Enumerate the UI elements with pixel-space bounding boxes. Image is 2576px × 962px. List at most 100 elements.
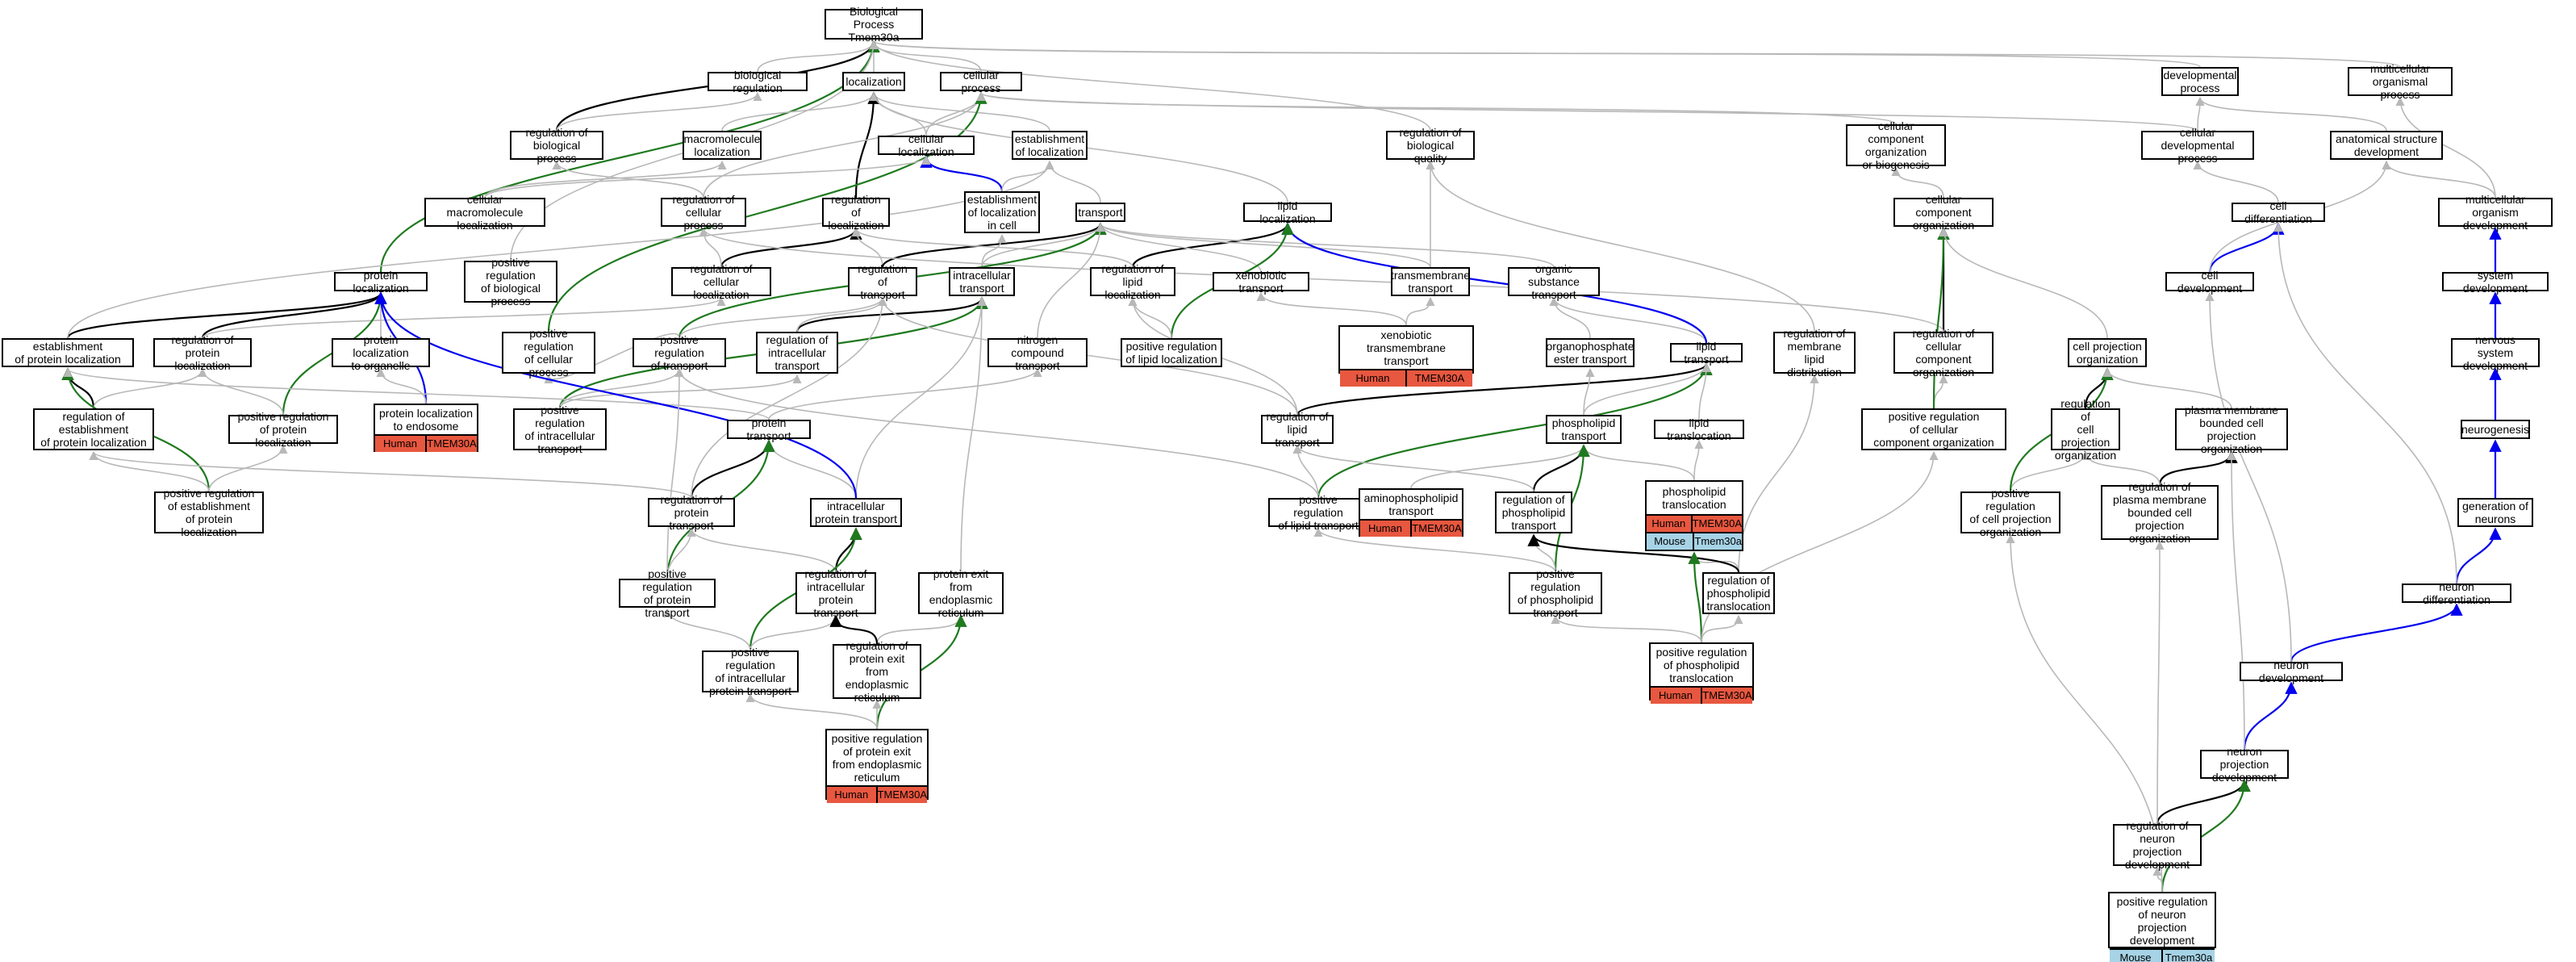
go-term-positive-regulation-of-protein-transport[interactable]: positive regulation of protein transport — [619, 567, 716, 619]
go-term-macromolecule-localization[interactable]: macromolecule localization — [683, 131, 762, 160]
edge-posregictrans-to-posregtrans — [559, 367, 684, 409]
go-term-positive-regulation-of-protein-exit-from-endoplasmic-reticulum[interactable]: positive regulation of protein exit from… — [825, 729, 929, 803]
go-term-cellular-localization[interactable]: cellular localization — [878, 132, 975, 158]
go-term-positive-regulation-of-phospholipid-translocation[interactable]: positive regulation of phospholipid tran… — [1649, 642, 1754, 704]
go-term-localization[interactable]: localization — [842, 72, 905, 91]
go-term-positive-regulation-of-phospholipid-transport[interactable]: positive regulation of phospholipid tran… — [1509, 567, 1602, 619]
go-term-regulation-of-protein-exit-from-endoplasmic-reticulum[interactable]: regulation of protein exit from endoplas… — [833, 639, 921, 704]
go-term-positive-regulation-of-biological-process[interactable]: positive regulation of biological proces… — [464, 256, 557, 307]
go-term-cellular-developmental-process[interactable]: cellular developmental process — [2141, 126, 2254, 165]
go-term-regulation-of-neuron-projection-development[interactable]: regulation of neuron projection developm… — [2113, 819, 2202, 871]
go-term-protein-localization[interactable]: protein localization — [334, 269, 428, 295]
go-term-regulation-of-biological-quality[interactable]: regulation of biological quality — [1386, 126, 1475, 165]
go-term-regulation-of-phospholipid-translocation[interactable]: regulation of phospholipid translocation — [1702, 572, 1775, 614]
edge-estlocc-to-cellloc — [920, 155, 1004, 192]
go-term-xenobiotic-transport[interactable]: xenobiotic transport — [1213, 269, 1309, 295]
go-term-neuron-projection-development[interactable]: neuron projection development — [2200, 745, 2289, 784]
go-term-protein-localization-to-organelle[interactable]: protein localization to organelle — [332, 333, 430, 372]
go-term-lipid-transport[interactable]: lipid transport — [1670, 340, 1743, 366]
go-term-neurogenesis[interactable]: neurogenesis — [2461, 420, 2530, 439]
go-term-positive-regulation-of-neuron-projection-development[interactable]: positive regulation of neuron projection… — [2108, 892, 2216, 962]
go-term-nervous-system-development[interactable]: nervous system development — [2451, 333, 2540, 372]
go-term-lipid-translocation[interactable]: lipid translocation — [1654, 416, 1744, 442]
go-term-cellular-component-organization-or-biogenesis[interactable]: cellular component organization or bioge… — [1846, 119, 1946, 171]
go-term-regulation-of-cellular-component-organization[interactable]: regulation of cellular component organiz… — [1893, 327, 1994, 379]
go-term-establishment-of-protein-localization[interactable]: establishment of protein localization — [2, 338, 134, 367]
go-term-regulation-of-protein-transport[interactable]: regulation of protein transport — [648, 493, 735, 532]
go-term-cellular-component-organization[interactable]: cellular component organization — [1893, 193, 1994, 232]
edge-protexit-to-ictrans — [960, 296, 987, 573]
go-term-regulation-of-plasma-membrane-bounded-cell-projection-organization[interactable]: regulation of plasma membrane bounded ce… — [2101, 480, 2219, 545]
go-term-positive-regulation-of-cellular-process[interactable]: positive regulation of cellular process — [502, 327, 595, 379]
go-term-intracellular-transport[interactable]: intracellular transport — [949, 267, 1015, 296]
go-term-regulation-of-lipid-localization[interactable]: regulation of lipid localization — [1090, 262, 1175, 301]
go-term-cell-projection-organization[interactable]: cell projection organization — [2068, 338, 2147, 367]
go-term-establishment-of-localization[interactable]: establishment of localization — [1012, 131, 1088, 160]
go-term-multicellular-organismal-process[interactable]: multicellular organismal process — [2348, 62, 2453, 101]
go-term-transmembrane-transport[interactable]: transmembrane transport — [1390, 267, 1471, 296]
edge-neurdev-to-neurdiff — [2290, 603, 2463, 663]
go-term-protein-transport[interactable]: protein transport — [727, 416, 811, 442]
go-term-biological-regulation[interactable]: biological regulation — [708, 69, 808, 94]
go-term-transport[interactable]: transport — [1075, 203, 1125, 222]
edge-pmbcpo-to-cpo — [2102, 367, 2232, 409]
go-term-establishment-of-localization-in-cell[interactable]: establishment of localization in cell — [964, 191, 1040, 233]
edge-regneurprojdev-to-regpmbcpo — [2155, 540, 2165, 825]
edge-posregpltransloc-to-regpltransloc — [1701, 614, 1743, 643]
go-term-positive-regulation-of-cellular-component-organization[interactable]: positive regulation of cellular componen… — [1861, 408, 2006, 450]
go-term-positive-regulation-of-intracellular-transport[interactable]: positive regulation of intracellular tra… — [513, 404, 607, 455]
edge-neurdiff-to-celldiff — [2273, 222, 2457, 584]
go-term-regulation-of-cellular-process[interactable]: regulation of cellular process — [661, 193, 746, 232]
go-term-regulation-of-phospholipid-transport[interactable]: regulation of phospholipid transport — [1495, 491, 1572, 533]
go-term-biological-process-tmem30a[interactable]: Biological Process Tmem30a — [825, 5, 923, 44]
go-term-positive-regulation-of-establishment-of-protein-localization[interactable]: positive regulation of establishment of … — [154, 487, 264, 538]
go-term-lipid-localization[interactable]: lipid localization — [1243, 199, 1332, 225]
go-term-regulation-of-cell-projection-organization[interactable]: regulation of cell projection organizati… — [2051, 397, 2120, 462]
go-term-system-development[interactable]: system development — [2442, 269, 2549, 295]
go-term-phospholipid-transport[interactable]: phospholipid transport — [1546, 415, 1622, 444]
go-term-regulation-of-establishment-of-protein-localization[interactable]: regulation of establishment of protein l… — [33, 408, 154, 450]
go-term-plasma-membrane-bounded-cell-projection-organization[interactable]: plasma membrane bounded cell projection … — [2175, 404, 2288, 455]
go-term-regulation-of-localization[interactable]: regulation of localization — [822, 193, 890, 232]
go-term-positive-regulation-of-lipid-localization[interactable]: positive regulation of lipid localizatio… — [1121, 338, 1222, 367]
go-term-cellular-macromolecule-localization[interactable]: cellular macromolecule localization — [424, 193, 545, 232]
go-term-regulation-of-lipid-transport[interactable]: regulation of lipid transport — [1261, 410, 1334, 449]
go-term-cell-development[interactable]: cell development — [2165, 269, 2254, 295]
go-term-organophosphate-ester-transport[interactable]: organophosphate ester transport — [1546, 338, 1635, 367]
go-term-generation-of-neurons[interactable]: generation of neurons — [2457, 498, 2533, 527]
go-term-positive-regulation-of-protein-localization[interactable]: positive regulation of protein localizat… — [228, 410, 338, 449]
go-term-protein-exit-from-endoplasmic-reticulum[interactable]: protein exit from endoplasmic reticulum — [918, 567, 1004, 619]
go-term-regulation-of-cellular-localization[interactable]: regulation of cellular localization — [671, 262, 771, 301]
go-term-regulation-of-transport[interactable]: regulation of transport — [848, 262, 917, 301]
go-term-neuron-development[interactable]: neuron development — [2240, 659, 2343, 684]
go-term-regulation-of-biological-process[interactable]: regulation of biological process — [510, 126, 603, 165]
go-term-cell-differentiation[interactable]: cell differentiation — [2232, 199, 2325, 225]
go-term-regulation-of-membrane-lipid-distribution[interactable]: regulation of membrane lipid distributio… — [1773, 327, 1856, 379]
go-term-developmental-process[interactable]: developmental process — [2161, 67, 2239, 96]
go-term-regulation-of-intracellular-transport[interactable]: regulation of intracellular transport — [756, 332, 838, 374]
go-term-neuron-differentiation[interactable]: neuron differentiation — [2402, 580, 2511, 606]
go-term-nitrogen-compound-transport[interactable]: nitrogen compound transport — [987, 333, 1088, 372]
go-term-positive-regulation-of-transport[interactable]: positive regulation of transport — [633, 333, 726, 372]
edge-regcp-to-regbp — [552, 160, 704, 199]
go-term-cellular-process[interactable]: cellular process — [940, 69, 1022, 94]
go-term-regulation-of-protein-localization[interactable]: regulation of protein localization — [153, 333, 252, 372]
go-term-positive-regulation-of-lipid-transport[interactable]: positive regulation of lipid transport — [1268, 493, 1368, 532]
go-term-positive-regulation-of-intracellular-protein-transport[interactable]: positive regulation of intracellular pro… — [702, 646, 799, 697]
go-term-intracellular-protein-transport[interactable]: intracellular protein transport — [810, 498, 902, 527]
edge-reglipidloc-to-lipidloc — [1131, 222, 1294, 268]
edge-breg-to-bp — [757, 40, 879, 73]
edge-posregicprottrans-to-posregprottrans — [662, 608, 751, 651]
go-term-anatomical-structure-development[interactable]: anatomical structure development — [2330, 131, 2443, 160]
go-term-organic-substance-transport[interactable]: organic substance transport — [1508, 262, 1600, 301]
edge-cdp-to-cproc — [976, 91, 2198, 132]
go-term-multicellular-organism-development[interactable]: multicellular organism development — [2438, 193, 2553, 232]
go-term-positive-regulation-of-cell-projection-organization[interactable]: positive regulation of cell projection o… — [1960, 487, 2060, 538]
edge-reglipidtrans-to-regtrans — [878, 296, 1298, 416]
go-term-regulation-of-intracellular-protein-transport[interactable]: regulation of intracellular protein tran… — [795, 567, 876, 619]
